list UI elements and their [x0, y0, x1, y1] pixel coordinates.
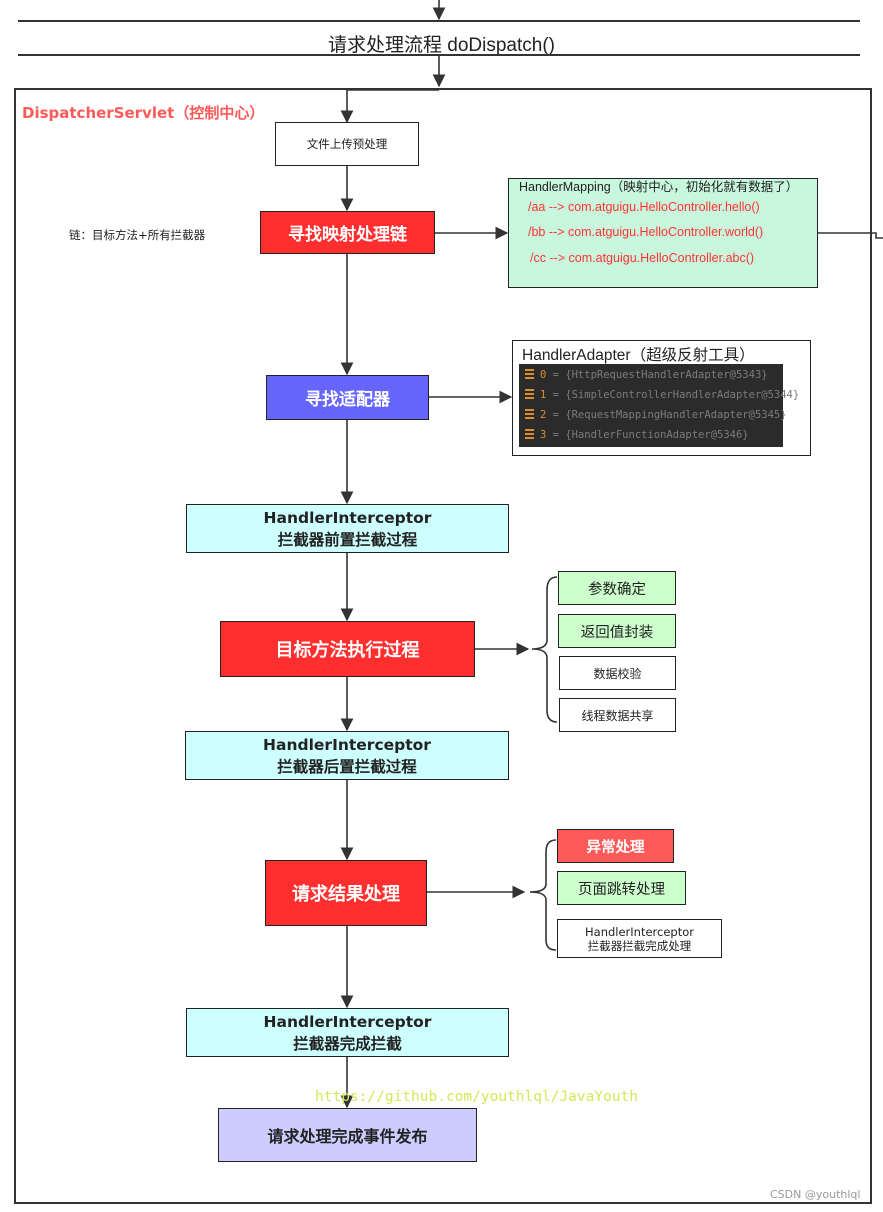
mapping-row: /bb --> com.atguigu.HelloController.worl…	[528, 225, 764, 239]
post-interceptor-box: HandlerInterceptor 拦截器后置拦截过程	[185, 731, 509, 780]
result-handling-label: 请求结果处理	[292, 884, 400, 905]
adapter-row: 1 = {SimpleControllerHandlerAdapter@5344…	[525, 385, 799, 405]
adapter-row: 0 = {HttpRequestHandlerAdapter@5343}	[525, 365, 768, 385]
list-item-icon	[525, 409, 534, 419]
publish-event-box: 请求处理完成事件发布	[218, 1108, 477, 1162]
detail-return-wrap: 返回值封装	[558, 614, 676, 648]
dispatcher-servlet-container	[14, 88, 872, 1204]
adapter-debug-list: 0 = {HttpRequestHandlerAdapter@5343} 1 =…	[519, 364, 799, 447]
find-handler-chain-label: 寻找映射处理链	[288, 225, 407, 245]
pre-interceptor-box: HandlerInterceptor 拦截器前置拦截过程	[186, 504, 509, 553]
handler-mapping-title: HandlerMapping（映射中心，初始化就有数据了）	[519, 180, 799, 194]
detail-page-jump: 页面跳转处理	[557, 871, 686, 905]
post-interceptor-line1: HandlerInterceptor	[263, 735, 431, 754]
mapping-row: /aa --> com.atguigu.HelloController.hell…	[528, 200, 760, 214]
header-title: 请求处理流程 doDispatch()	[328, 35, 555, 56]
list-item-icon	[525, 369, 534, 379]
upload-preprocess-label: 文件上传预处理	[306, 137, 388, 151]
detail-data-validate: 数据校验	[559, 656, 676, 690]
mapping-exit-line	[818, 232, 883, 239]
find-adapter-box: 寻找适配器	[266, 375, 429, 420]
detail-completion-interceptor: HandlerInterceptor 拦截器拦截完成处理	[557, 919, 722, 958]
csdn-credit: CSDN @youthlql	[770, 1188, 861, 1201]
execute-details-brace	[531, 576, 558, 723]
result-handling-box: 请求结果处理	[265, 860, 427, 926]
github-watermark: https://github.com/youthlql/JavaYouth	[315, 1089, 639, 1105]
header-top-rule	[18, 20, 860, 22]
detail-thread-share: 线程数据共享	[559, 698, 676, 732]
find-handler-chain-box: 寻找映射处理链	[260, 211, 435, 254]
pre-interceptor-line2: 拦截器前置拦截过程	[277, 530, 418, 549]
list-item-icon	[525, 429, 534, 439]
execute-target-method-box: 目标方法执行过程	[220, 621, 475, 677]
pre-interceptor-line1: HandlerInterceptor	[263, 508, 432, 527]
after-completion-line1: HandlerInterceptor	[263, 1012, 432, 1031]
container-title: DispatcherServlet（控制中心）	[22, 104, 265, 122]
detail-exception-handling: 异常处理	[557, 829, 674, 863]
adapter-row: 3 = {HandlerFunctionAdapter@5346}	[525, 425, 749, 445]
after-completion-interceptor-box: HandlerInterceptor 拦截器完成拦截	[186, 1008, 509, 1057]
chain-note: 链：目标方法+所有拦截器	[69, 228, 206, 242]
publish-event-label: 请求处理完成事件发布	[267, 1127, 428, 1146]
find-adapter-label: 寻找适配器	[305, 390, 390, 410]
result-details-brace	[529, 839, 557, 951]
handler-adapter-title: HandlerAdapter（超级反射工具）	[522, 347, 755, 364]
execute-target-method-label: 目标方法执行过程	[275, 640, 420, 661]
adapter-row: 2 = {RequestMappingHandlerAdapter@5345}	[525, 405, 787, 425]
post-interceptor-line2: 拦截器后置拦截过程	[277, 757, 417, 776]
handler-mapping-panel	[508, 178, 818, 288]
after-completion-line2: 拦截器完成拦截	[293, 1034, 402, 1053]
header-bottom-rule	[18, 54, 860, 56]
list-item-icon	[525, 389, 534, 399]
mapping-row: /cc --> com.atguigu.HelloController.abc(…	[530, 251, 755, 265]
upload-preprocess-box: 文件上传预处理	[275, 122, 419, 166]
detail-param-resolve: 参数确定	[558, 571, 676, 605]
